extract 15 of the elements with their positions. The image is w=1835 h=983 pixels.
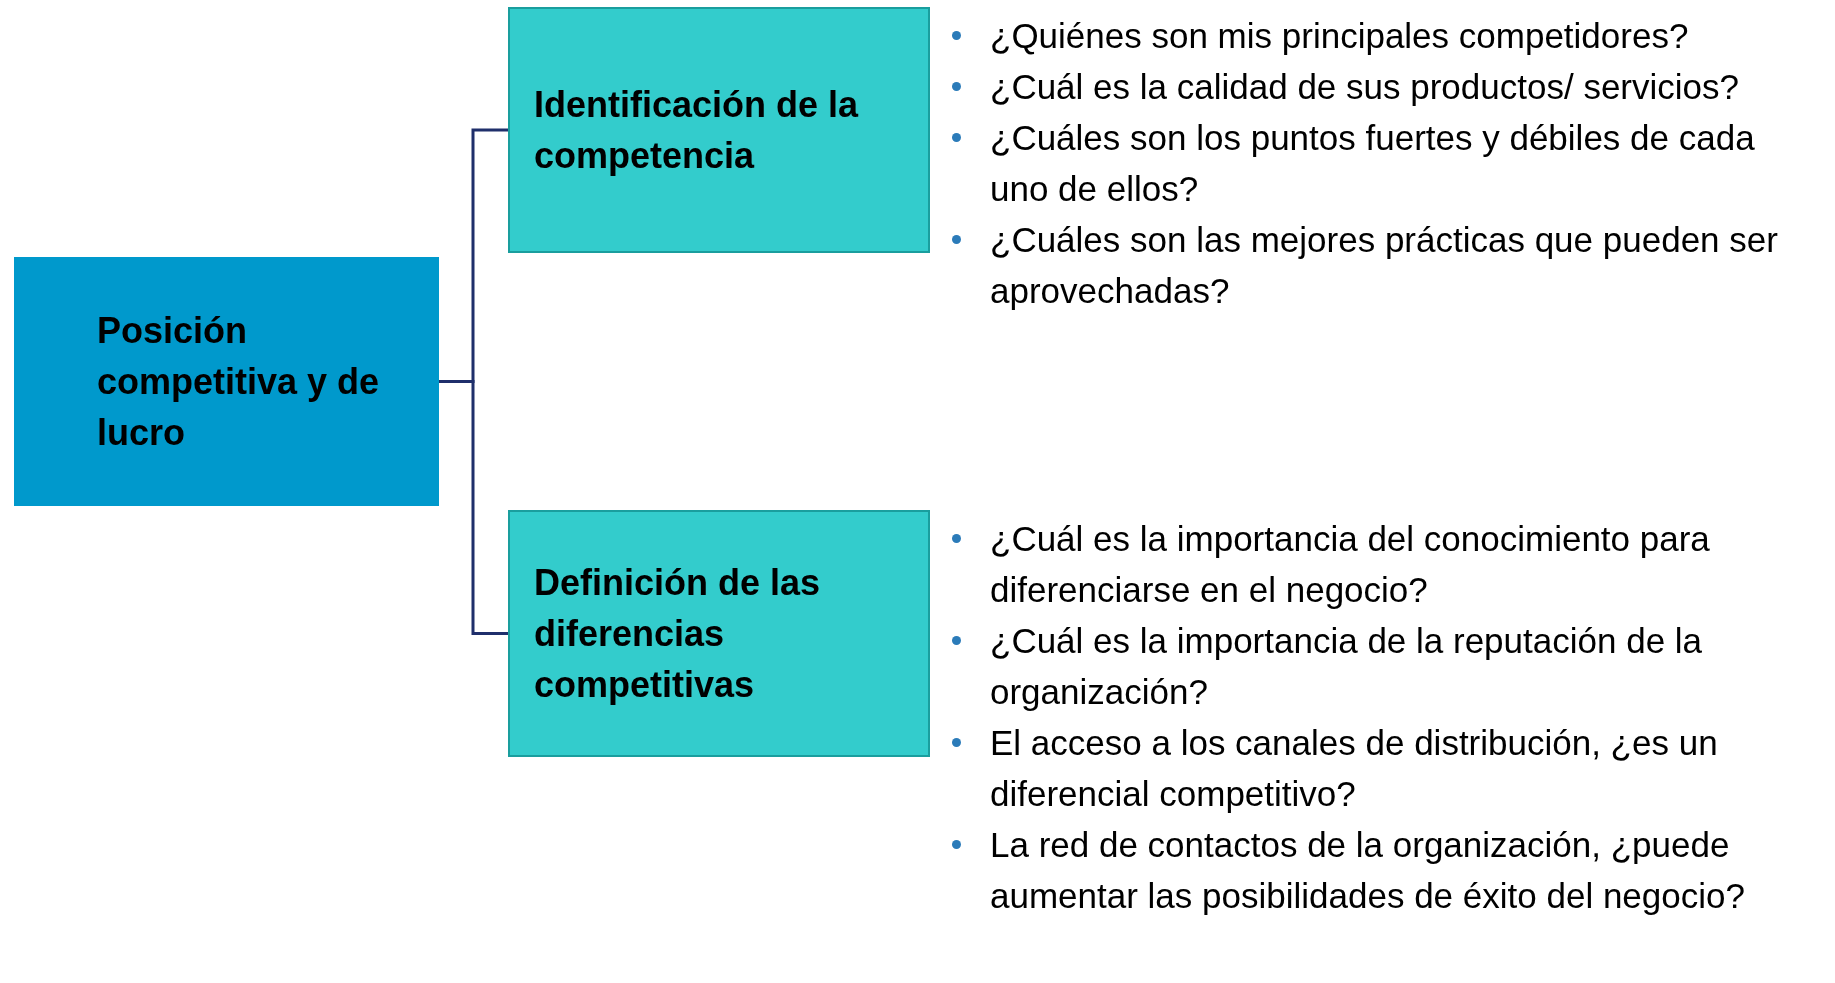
subtopic-box: [508, 510, 930, 757]
question-text: ¿Cuál es la calidad de sus productos/ servicios?: [990, 66, 1740, 108]
question-text: ¿Cuáles son los puntos fuertes y débiles de cada uno de ellos?: [990, 117, 1756, 210]
box-title: Definición de las diferencias competitivas: [534, 561, 822, 707]
question-text: ¿Quiénes son mis principales competidores?: [990, 15, 1690, 57]
question-text: La red de contactos de la organización, ¿puede aumentar las posibilidades de éxito del negocio?: [990, 824, 1746, 917]
box-title: Posición competitiva y de lucro: [97, 309, 381, 455]
subtopic-box: [508, 7, 930, 253]
question-text: ¿Cuál es la importancia de la reputación de la organización?: [990, 620, 1704, 713]
question-text: ¿Cuál es la importancia del conocimiento para diferenciarse en el negocio?: [990, 518, 1711, 611]
box-title: Identificación de la competencia: [534, 83, 860, 178]
topic-box: [14, 257, 439, 506]
connector-line: [439, 380, 508, 635]
question-text: ¿Cuáles son las mejores prácticas que pueden ser aprovechadas?: [990, 219, 1779, 312]
question-text: El acceso a los canales de distribución, ¿es un diferencial competitivo?: [990, 722, 1719, 815]
